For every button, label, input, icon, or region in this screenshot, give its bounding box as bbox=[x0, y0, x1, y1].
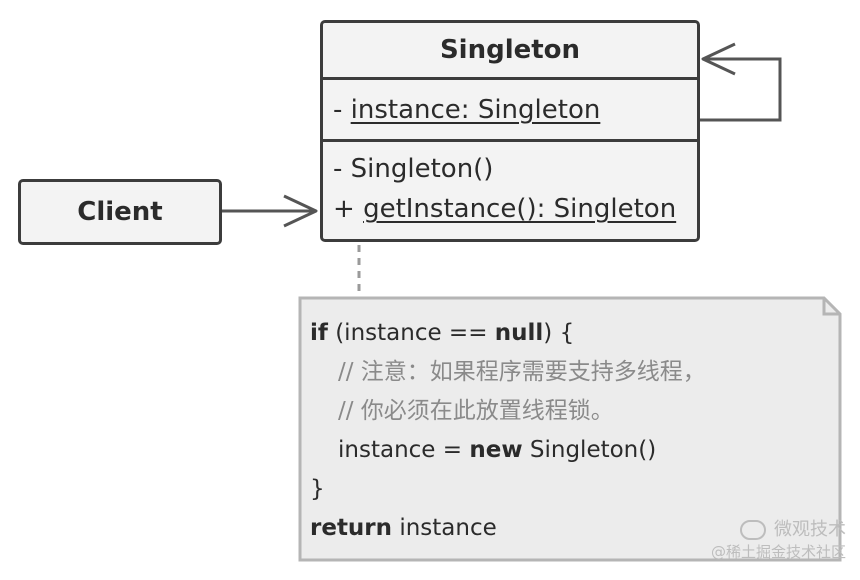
method-visibility: - bbox=[333, 154, 351, 184]
class-fields: - instance: Singleton bbox=[323, 80, 697, 142]
code-comment-1: // 注意：如果程序需要支持多线程， bbox=[338, 359, 706, 385]
code-text: instance bbox=[392, 515, 497, 541]
method-signature: Singleton() bbox=[350, 154, 494, 184]
field-instance: instance: Singleton bbox=[350, 94, 601, 125]
code-text: (instance == bbox=[327, 320, 495, 346]
method-getinstance: + getInstance(): Singleton bbox=[333, 194, 676, 224]
code-comment-2: // 你必须在此放置线程锁。 bbox=[338, 398, 614, 424]
code-text: ) { bbox=[543, 320, 575, 346]
code-keyword: new bbox=[469, 437, 523, 463]
code-line-4: instance = new Singleton() bbox=[310, 431, 706, 470]
method-visibility: + bbox=[333, 194, 364, 224]
code-keyword: return bbox=[310, 515, 393, 541]
method-constructor: - Singleton() bbox=[333, 154, 493, 184]
code-line-1: if (instance == null) { bbox=[310, 314, 706, 353]
code-line-6: return instance bbox=[310, 509, 706, 548]
client-class: Client bbox=[18, 179, 222, 245]
watermark: 微观技术 @稀土掘金技术社区 bbox=[711, 515, 846, 562]
class-name: Singleton bbox=[323, 23, 697, 80]
self-association-arrowhead bbox=[701, 42, 736, 76]
watermark-source: @稀土掘金技术社区 bbox=[710, 543, 846, 561]
watermark-account: 微观技术 bbox=[774, 519, 846, 540]
code-text: Singleton() bbox=[522, 437, 657, 463]
note-fold bbox=[822, 298, 840, 316]
note-shape bbox=[298, 296, 842, 562]
wechat-icon bbox=[740, 520, 766, 540]
method-signature: getInstance(): Singleton bbox=[363, 194, 677, 224]
field-visibility: - bbox=[333, 94, 351, 125]
code-keyword: if bbox=[310, 320, 328, 346]
client-association-arrowhead bbox=[283, 194, 318, 228]
code-text: instance = bbox=[338, 437, 470, 463]
code-keyword: null bbox=[494, 320, 544, 346]
self-association-line bbox=[700, 57, 782, 122]
class-methods: - Singleton() + getInstance(): Singleton bbox=[323, 142, 697, 239]
code-line-5: } bbox=[310, 476, 325, 502]
singleton-class: Singleton - instance: Singleton - Single… bbox=[320, 20, 700, 242]
code-note: if (instance == null) { // 注意：如果程序需要支持多线程… bbox=[310, 314, 706, 548]
